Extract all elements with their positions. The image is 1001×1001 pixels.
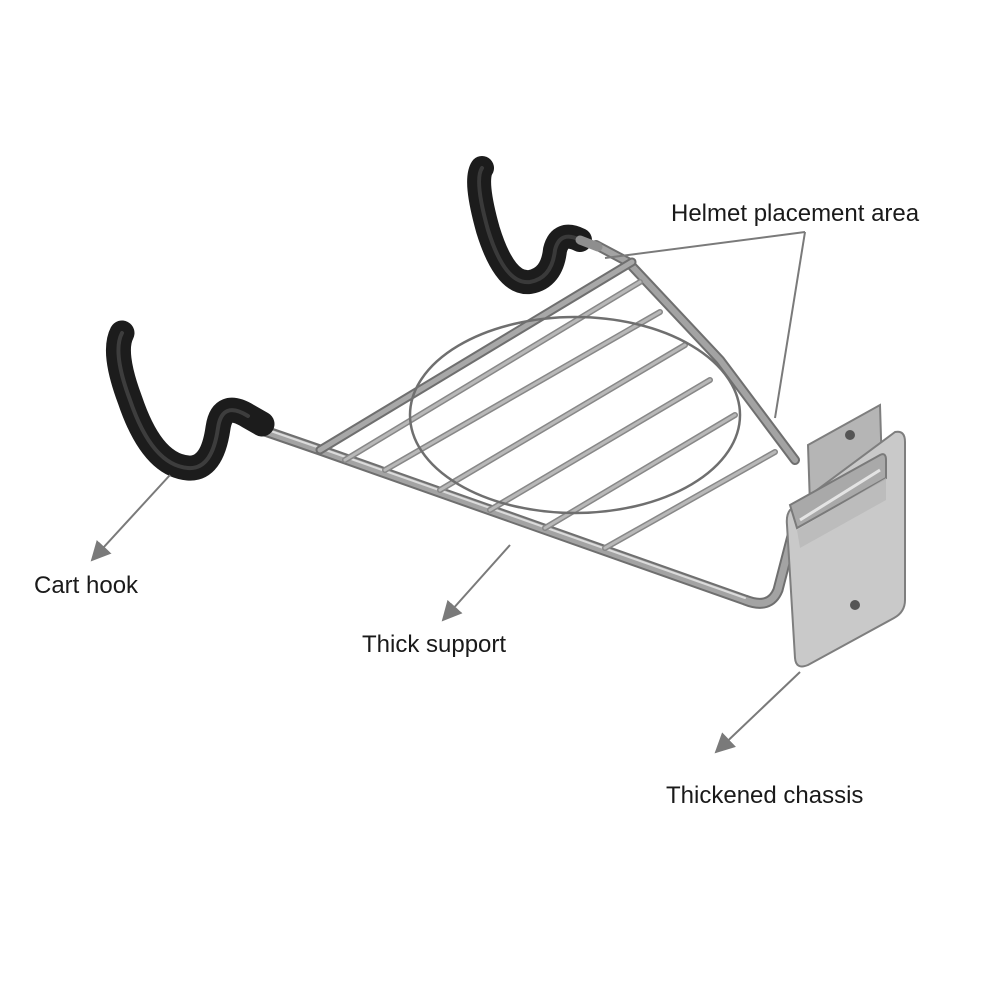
thickened-chassis-label: Thickened chassis bbox=[666, 782, 864, 809]
thick-support-label: Thick support bbox=[362, 631, 507, 658]
thickened-chassis-arrow bbox=[714, 671, 801, 754]
rack-frame bbox=[256, 240, 806, 609]
back-hook bbox=[467, 156, 603, 295]
lower-screw-hole bbox=[850, 600, 860, 610]
callouts bbox=[90, 231, 806, 754]
upper-screw-hole bbox=[845, 430, 855, 440]
front-hook bbox=[105, 320, 275, 481]
thick-support-arrow bbox=[441, 544, 511, 622]
cart-hook-label: Cart hook bbox=[34, 572, 139, 599]
helmet-callout-line-top bbox=[604, 231, 806, 259]
helmet-placement-area-label: Helmet placement area bbox=[671, 200, 920, 227]
cart-hook-arrow bbox=[90, 474, 171, 562]
mounting-plate bbox=[785, 403, 906, 668]
helmet-placement-ellipse bbox=[408, 315, 742, 515]
cross-bars bbox=[342, 279, 778, 551]
helmet-callout-line-down bbox=[774, 231, 806, 419]
